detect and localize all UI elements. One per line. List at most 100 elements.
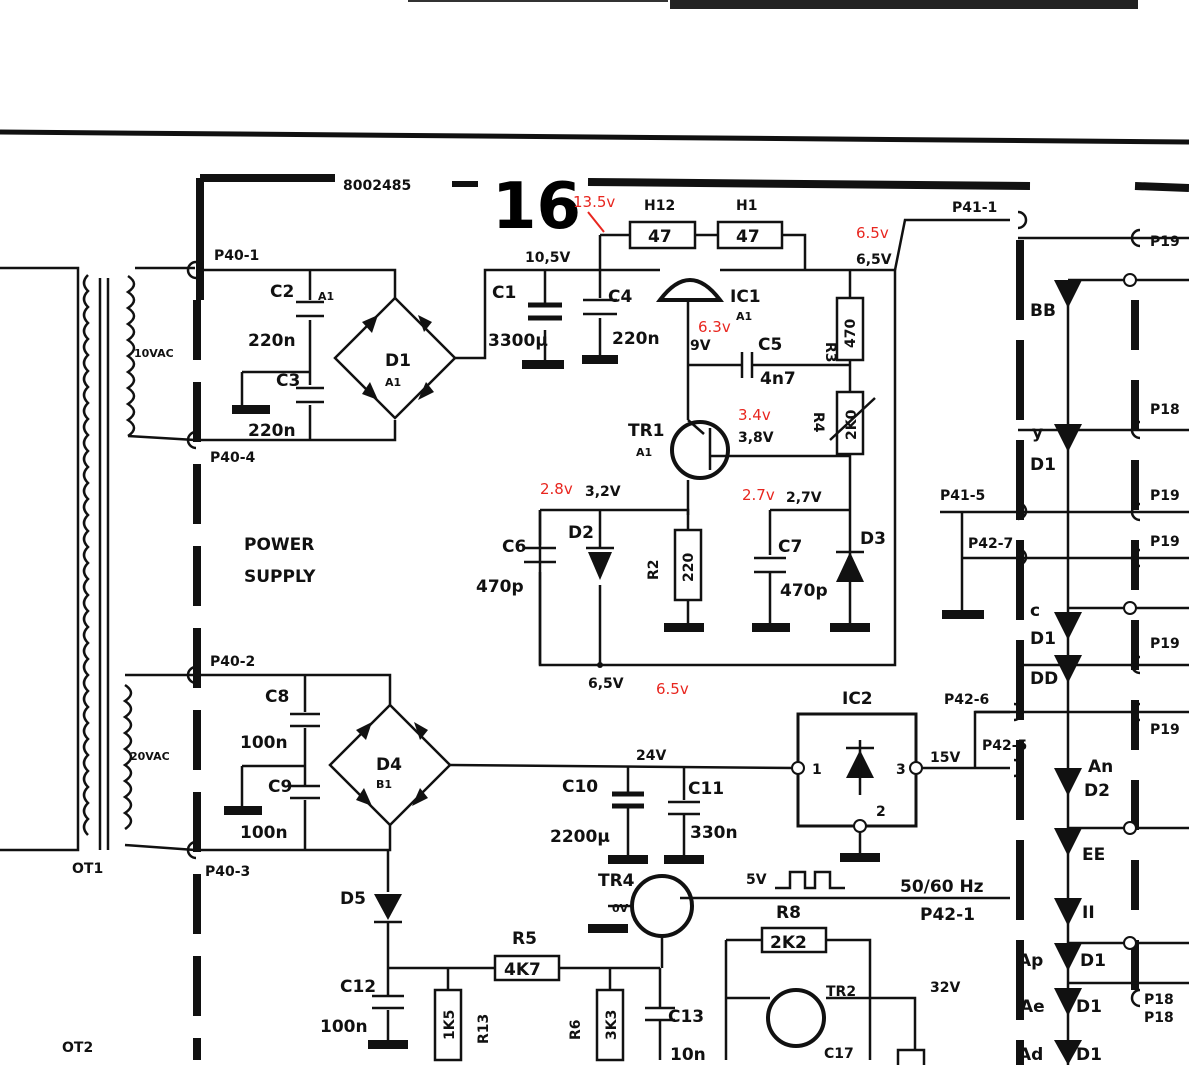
p41-1-connector [1017,210,1028,230]
ic2-pin2 [853,819,867,833]
v5-label: 5V [746,872,767,888]
c12-plates [372,994,404,1010]
c8-c9-plates [290,712,320,800]
c4-value: 220n [612,329,660,349]
c2-label: C2 [270,282,294,302]
c5-plates [740,352,754,378]
ground-c9 [224,806,262,815]
c6-plates [524,546,556,564]
c4-label: C4 [608,287,632,307]
bus-diode-ee [1054,828,1082,856]
c12-value: 100n [320,1017,368,1037]
tr1-sub: A1 [636,446,652,459]
vac10-label: 10VAC [134,347,174,360]
ground-c1 [522,360,564,369]
d1-output-wire [455,268,600,360]
bus-diode-ad [1054,1040,1082,1065]
bus-diode-ii [1054,898,1082,926]
v24-label: 24V [636,748,666,764]
h12-label: H12 [644,198,675,214]
bus-label-c: c [1030,601,1040,621]
annotation-6-3v: 6.3v [698,318,731,336]
d5-branch-wiring [386,850,660,1042]
ic2-pin3 [909,761,923,775]
c2-value: 220n [248,331,296,351]
r5-label: R5 [512,929,537,949]
ic1-label: IC1 [730,287,761,307]
c13-label: C13 [668,1007,704,1027]
node-ee [1123,821,1137,835]
bus-diode-ae [1054,988,1082,1016]
d5-label: D5 [340,889,366,909]
r8-label: R8 [776,903,801,923]
p19-label-2: P19 [1150,488,1180,504]
h1-resistor [716,220,784,250]
c7-value: 470p [780,581,828,601]
page-number: 16 [492,170,581,244]
v32-label: 32V [930,980,960,996]
d1-diode-3 [362,382,378,400]
r2-resistor [673,528,703,602]
secondary-winding-20vac [122,673,196,852]
ic2-internal [846,740,874,855]
p19-label-5: P19 [1150,722,1180,738]
bus-diode-ap [1054,943,1082,971]
ot1-box [0,266,80,852]
tr1-transistor [670,420,730,480]
d3-diode [836,552,864,582]
v9-label: 9V [690,338,711,354]
tr1-label: TR1 [628,421,665,441]
ground-tr4 [588,924,628,933]
frame-top-bar-right [1134,182,1189,192]
bus-label-ad: Ad [1018,1045,1043,1065]
annotation-arrow [587,211,605,233]
r5-resistor [493,954,561,982]
c2-sub: A1 [318,290,334,303]
p42-5-label: P42-5 [982,738,1027,754]
bus-label-ii: II [1082,903,1095,923]
c6-value: 470p [476,577,524,597]
bus-label-d2: D2 [1084,781,1110,801]
bus-diode-c [1054,612,1082,640]
r3-value: 470 [843,319,859,348]
h1-value: 47 [736,227,760,247]
p41-1-wire [893,218,1010,271]
c10-plates [612,791,644,809]
c17-label: C17 [824,1046,854,1062]
annotation-3-4v: 3.4v [738,406,771,424]
d4-diode-3 [356,788,372,806]
c8-label: C8 [265,687,289,707]
d4-diode-2 [414,722,428,740]
p40-2-label: P40-2 [210,654,255,670]
v2-7-label: 2,7V [786,490,822,506]
c4-plates [583,298,617,316]
v15-label: 15V [930,750,960,766]
doc-number: 8002485 [343,178,411,194]
ground-p42-7 [942,610,984,619]
bus-label-ap-d1: D1 [1080,951,1106,971]
p41-1-label: P41-1 [952,200,997,216]
c10-c11-wiring [626,766,686,858]
ic2-label: IC2 [842,689,873,709]
c6-label: C6 [502,537,526,557]
r13-label: R13 [476,1014,492,1044]
bus-diode-an [1054,768,1082,796]
d3-label: D3 [860,529,886,549]
p42-6-label: P42-6 [944,692,989,708]
vac20-label: 20VAC [130,750,170,763]
c11-value: 330n [690,823,738,843]
c8-value: 100n [240,733,288,753]
bus-label-ad-d1: D1 [1076,1045,1102,1065]
d1-diode-1 [362,315,378,333]
bridge-d4 [328,703,452,827]
bus-diode-dd [1054,655,1082,683]
bridge-d4-wiring [200,673,392,852]
ground-d3 [830,623,870,632]
node-bb [1123,273,1137,287]
ot1-core [98,278,110,850]
bus-diode-y [1054,424,1082,452]
c10-value: 2200µ [550,827,610,847]
c3-label: C3 [276,371,300,391]
ground-c10 [608,855,648,864]
p42-1-label: P42-1 [920,905,975,925]
